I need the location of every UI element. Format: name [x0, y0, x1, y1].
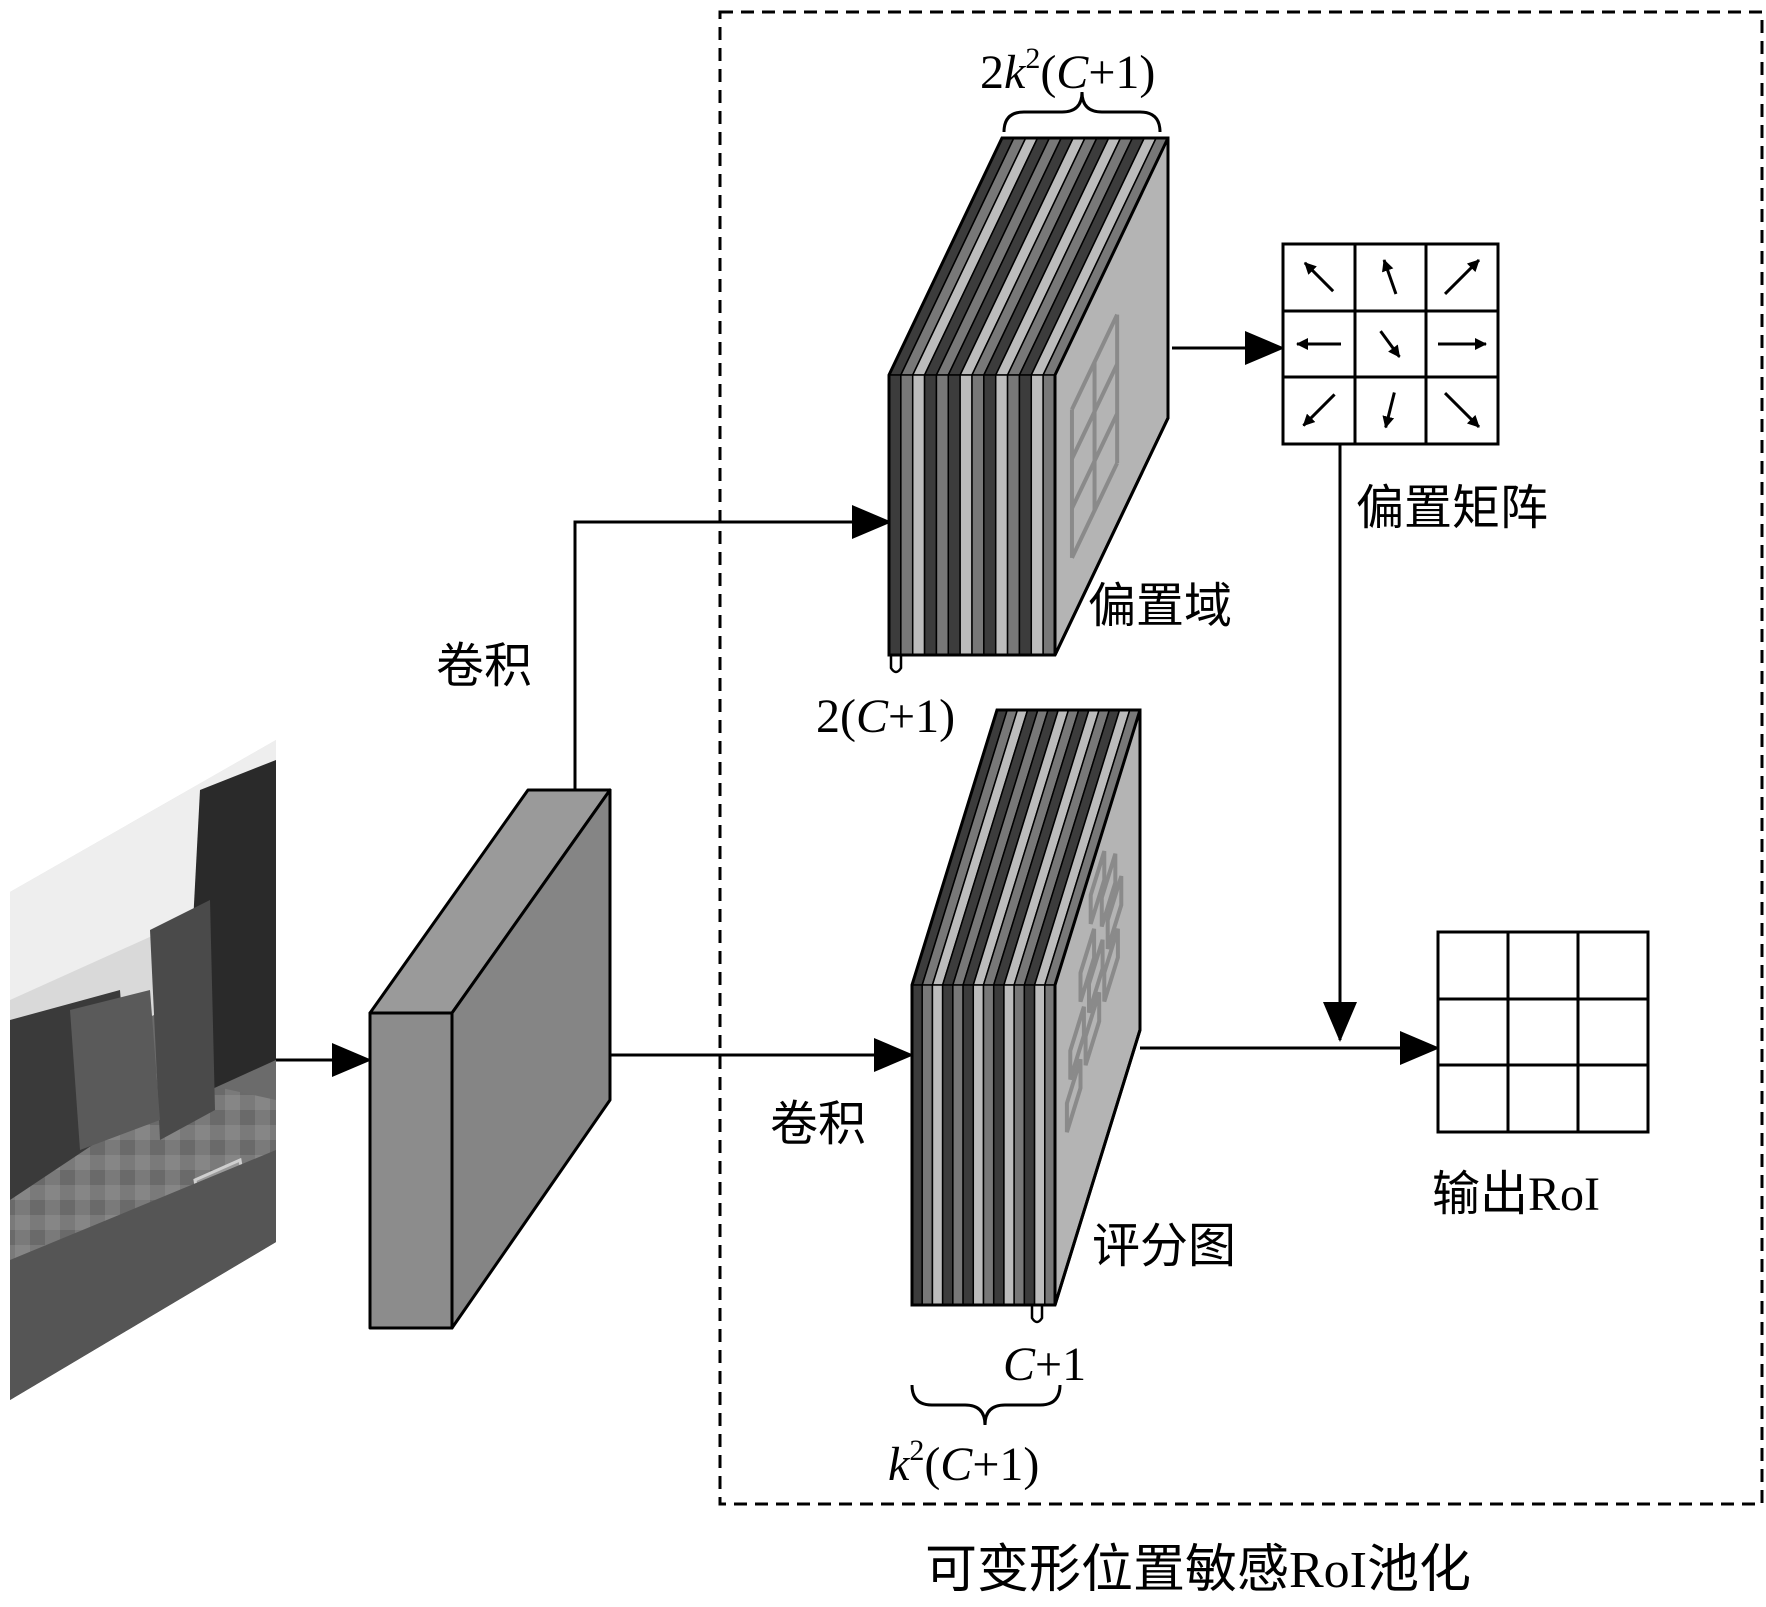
stack-front-stripe: [982, 984, 995, 1306]
offset-arrow-icon: [1443, 391, 1481, 429]
stack-front-stripe: [911, 984, 923, 1306]
offset-arrow-icon: [1382, 259, 1398, 295]
label-offset-matrix: 偏置矩阵: [1356, 482, 1548, 535]
brace-bottom: [910, 1384, 1062, 1426]
offset-arrow-icon: [1303, 261, 1335, 293]
stack-front-stripe: [931, 984, 944, 1306]
stack-front-stripe: [947, 374, 961, 656]
stack-outline: [887, 136, 1170, 657]
stack-front-stripe: [959, 374, 973, 656]
label-offset-field: 偏置域: [1088, 580, 1232, 633]
tick-offset-field: [889, 655, 903, 674]
dim-score-side: C+1: [1003, 1338, 1086, 1391]
dim-offset-top: 2k2(C+1): [980, 42, 1155, 99]
offset-arrow-icon: [1379, 330, 1401, 358]
stack-front-stripe: [1030, 374, 1044, 656]
stack-front-stripe: [921, 984, 934, 1306]
score-map-stack: [910, 708, 1142, 1307]
stack-front-stripe: [935, 374, 950, 656]
stack-front-stripe: [992, 984, 1005, 1306]
stack-front-stripe: [952, 984, 964, 1306]
caption: 可变形位置敏感RoI池化: [925, 1542, 1471, 1599]
stack-outline: [910, 708, 1142, 1307]
stack-front-stripe: [911, 374, 926, 656]
arrow-block-to-offset-field: [573, 505, 892, 790]
stack-front-stripe: [972, 984, 985, 1306]
stack-front-stripe: [1013, 984, 1026, 1306]
offset-field-stack: [887, 136, 1170, 657]
backbone-feature-block: [368, 788, 612, 1330]
grid-cell: [1064, 1058, 1083, 1133]
stack-front-stripe: [1033, 984, 1046, 1306]
stack-front-stripe: [1006, 374, 1021, 656]
output-roi-grid: [1436, 930, 1650, 1134]
stack-front-stripe: [983, 374, 997, 656]
stack-front-stripe: [1044, 984, 1056, 1306]
grid-cell: [1102, 928, 1120, 1003]
stack-front-stripe: [1003, 984, 1015, 1306]
stack-front-stripe: [923, 374, 938, 656]
stack-front-stripe: [971, 374, 985, 656]
stack-front-stripe: [900, 374, 914, 656]
dim-score-bottom: k2(C+1): [888, 1434, 1039, 1491]
label-conv-upper: 卷积: [436, 640, 532, 693]
grid-cell: [1088, 850, 1107, 925]
offset-matrix: [1281, 242, 1500, 446]
grid-cell: [1087, 939, 1105, 1014]
stack-front-stripe: [888, 374, 902, 656]
stack-front-stripe: [962, 984, 975, 1306]
label-output-roi: 输出RoI: [1432, 1168, 1600, 1221]
dim-offset-side: 2(C+1): [816, 690, 955, 743]
offset-arrow-icon: [1382, 392, 1396, 429]
stack-front-stripe: [1042, 374, 1056, 656]
stack-front-stripe: [994, 374, 1009, 656]
input-image: [10, 740, 276, 1400]
offset-arrow-icon: [1302, 393, 1336, 427]
tick-score-map: [1030, 1305, 1044, 1324]
grid-cell: [1105, 875, 1124, 950]
stack-front-stripe: [941, 984, 954, 1306]
offset-arrow-icon: [1443, 258, 1481, 296]
grid-cell: [1099, 853, 1118, 928]
stack-front-stripe: [1023, 984, 1036, 1306]
label-conv-lower: 卷积: [770, 1098, 866, 1151]
grid-cell: [1078, 928, 1097, 1003]
dashed-region: [718, 10, 1764, 1506]
grid-cell: [1083, 991, 1102, 1066]
stack-front-stripe: [1018, 374, 1033, 656]
brace-top: [1002, 91, 1162, 133]
label-score-map: 评分图: [1092, 1220, 1236, 1273]
